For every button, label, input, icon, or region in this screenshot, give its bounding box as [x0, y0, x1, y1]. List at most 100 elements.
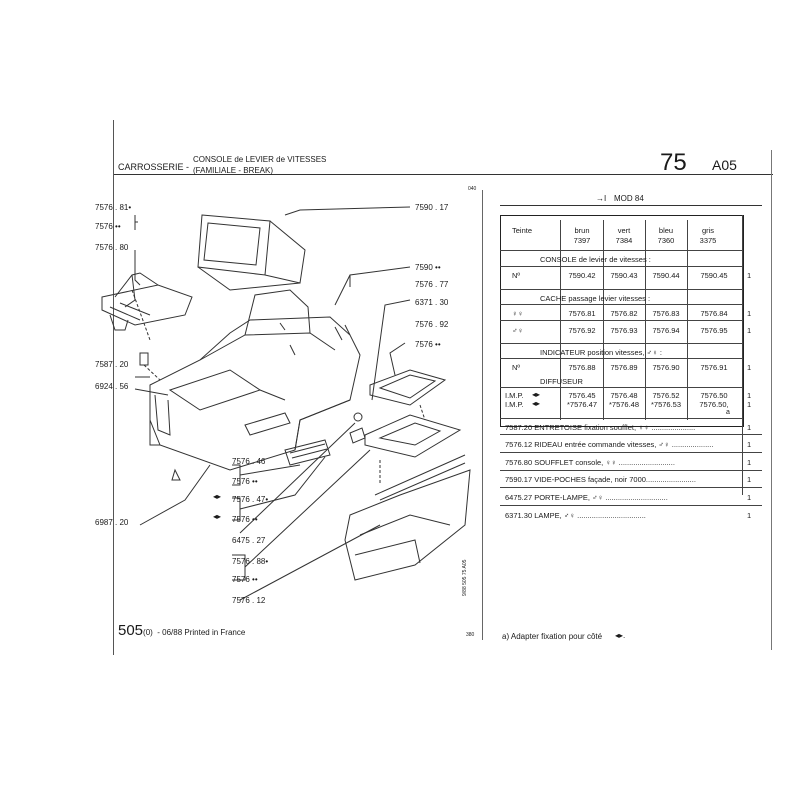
indicateur-val-4: 7576.91 [700, 363, 728, 372]
callout-7590: 7590 •• [415, 263, 441, 272]
diffuseur-row1-val-3: 7576.52 [652, 391, 680, 400]
parts-table-outer [500, 215, 744, 427]
color-code-brun: 7397 [573, 236, 591, 245]
footer-model-code: 505(0) - 06/88 Printed in France [118, 622, 245, 640]
indicateur-position [364, 414, 462, 458]
parts-rule-3 [500, 470, 762, 471]
footer-model-number: 505 [118, 622, 144, 639]
callout-6987-20: 6987 . 20 [95, 518, 129, 527]
row-rule-d [500, 304, 742, 305]
callout-7576-47: 7576 . 47• [232, 495, 269, 504]
cache-row1-val-1: 7576.81 [568, 309, 596, 318]
title-line-2: (FAMILIALE - BREAK) [193, 166, 274, 175]
callout-7587-20: 7587 . 20 [95, 360, 129, 369]
callout-7576-88: 7576 . 88• [232, 557, 269, 566]
diffuseur-a-note: a [726, 409, 730, 416]
page-number: 75 [660, 149, 687, 176]
callout-7576-80: 7576 . 80 [95, 243, 129, 252]
arrow-right-icon: ◂▸ [213, 512, 222, 521]
row-rule-c [500, 289, 742, 290]
page-left-edge-line [113, 120, 114, 655]
diffuseur-row1-label: I.M.P. [505, 391, 524, 400]
entretoise-spacer [139, 352, 149, 366]
diagram-table-divider [482, 190, 483, 640]
footer-model-suffix: (0) [143, 628, 153, 637]
console-val-1: 7590.42 [568, 271, 596, 280]
diffuseur-row2-arrow-icon: ◂▸ [532, 399, 541, 408]
callout-7576-46: 7576 . 46 [232, 457, 266, 466]
parts-rule-2 [500, 452, 762, 453]
page-right-edge-line [771, 150, 772, 650]
cache-row2-val-3: 7576.94 [652, 326, 680, 335]
title-line-1: CONSOLE de LEVIER de VITESSES [193, 155, 327, 164]
callout-6371-30: 6371 . 30 [415, 298, 449, 307]
color-name-brun: brun [574, 226, 590, 235]
vide-poches-tray [197, 214, 271, 276]
diffuseur-row2-val-3: *7576.53 [650, 400, 682, 409]
callout-7576-81: 7576 . 81• [95, 203, 132, 212]
footer-note: a) Adapter fixation pour côté [502, 632, 603, 641]
cache-passage-top [369, 369, 447, 406]
footer-note-arrow-icon: ◂▸. [615, 631, 626, 640]
cache-row1-qty: 1 [747, 309, 752, 318]
diffuseur-row1-arrow-icon: ◂▸ [532, 390, 541, 399]
cache-row1-val-2: 7576.82 [610, 309, 638, 318]
color-name-bleu: bleu [658, 226, 674, 235]
parts-item-5-qty: 1 [747, 493, 752, 502]
page-code: A05 [712, 157, 737, 173]
row-rule-b [500, 266, 742, 267]
row-rule-f [500, 343, 742, 344]
parts-item-3-qty: 1 [747, 458, 752, 467]
callout-7576-e: 7576 •• [232, 575, 258, 584]
table-mod-rule [500, 205, 762, 206]
color-code-vert: 7384 [615, 236, 633, 245]
callout-7576-92: 7576 . 92 [415, 320, 449, 329]
parts-item-1: 7587.20 ENTRETOISE fixation soufflet, ♀♀… [505, 423, 696, 432]
callout-6924-56: 6924 . 56 [95, 382, 129, 391]
diffuseur-row1-qty: 1 [747, 391, 752, 400]
diffuseur-row2-val-4: 7576.50, [699, 400, 729, 409]
cache-row1-label: ♀♀ [512, 309, 524, 318]
soufflet-boot [101, 284, 193, 326]
footer-print-info: - 06/88 Printed in France [157, 628, 246, 637]
lower-tunnel [344, 469, 471, 581]
section-label: CARROSSERIE - [118, 162, 190, 172]
diffuseur-row1-val-1: 7576.45 [568, 391, 596, 400]
row-rule-e [500, 320, 742, 321]
parts-list-rule-top [500, 418, 742, 419]
cache-row1-val-4: 7576.84 [700, 309, 728, 318]
parts-item-6: 6371.30 LAMPE, ♂♀ ......................… [505, 511, 646, 520]
parts-item-4: 7590.17 VIDE-POCHES façade, noir 7000...… [505, 475, 696, 484]
console-val-2: 7590.43 [610, 271, 638, 280]
header-rule-top [113, 174, 773, 175]
diffuseur-row1-val-2: 7576.48 [610, 391, 638, 400]
diffuseur-row1-val-4: 7576.50 [700, 391, 728, 400]
diffuseur-row2-label: I.M.P. [505, 400, 524, 409]
callout-7590-17: 7590 . 17 [415, 203, 449, 212]
color-name-gris: gris [701, 226, 715, 235]
indicateur-title: INDICATEUR position vitesses, ♂♀ : [540, 348, 662, 357]
indicateur-qty: 1 [747, 363, 752, 372]
table-mod-arrow-icon: →I [596, 194, 607, 203]
indicateur-row-label: Nº [512, 363, 521, 372]
callout-7576-a: 7576 •• [95, 222, 121, 231]
callout-7576-c: 7576 •• [232, 477, 258, 486]
console-row-label: Nº [512, 271, 521, 280]
parts-item-6-qty: 1 [747, 511, 752, 520]
cache-row1-val-3: 7576.83 [652, 309, 680, 318]
cache-title: CACHE passage levier vitesses : [540, 294, 651, 303]
cache-row2-label: ♂♀ [512, 326, 524, 335]
indicateur-val-3: 7576.90 [652, 363, 680, 372]
margin-mark-top: 040 [468, 186, 477, 192]
exploded-parts-diagram [101, 206, 471, 601]
console-val-3: 7590.44 [652, 271, 680, 280]
diffuseur-row2-val-2: *7576.48 [608, 400, 640, 409]
console-val-4: 7590.45 [700, 271, 728, 280]
diffuseur-row2-qty: 1 [747, 400, 752, 409]
col-line-5 [742, 215, 743, 495]
parts-item-2: 7576.12 RIDEAU entrée commande vitesses,… [505, 440, 714, 449]
porte-lampe [349, 427, 366, 444]
parts-item-1-qty: 1 [747, 423, 752, 432]
footer-small-code: 380 [466, 632, 475, 638]
console-body [149, 316, 361, 471]
